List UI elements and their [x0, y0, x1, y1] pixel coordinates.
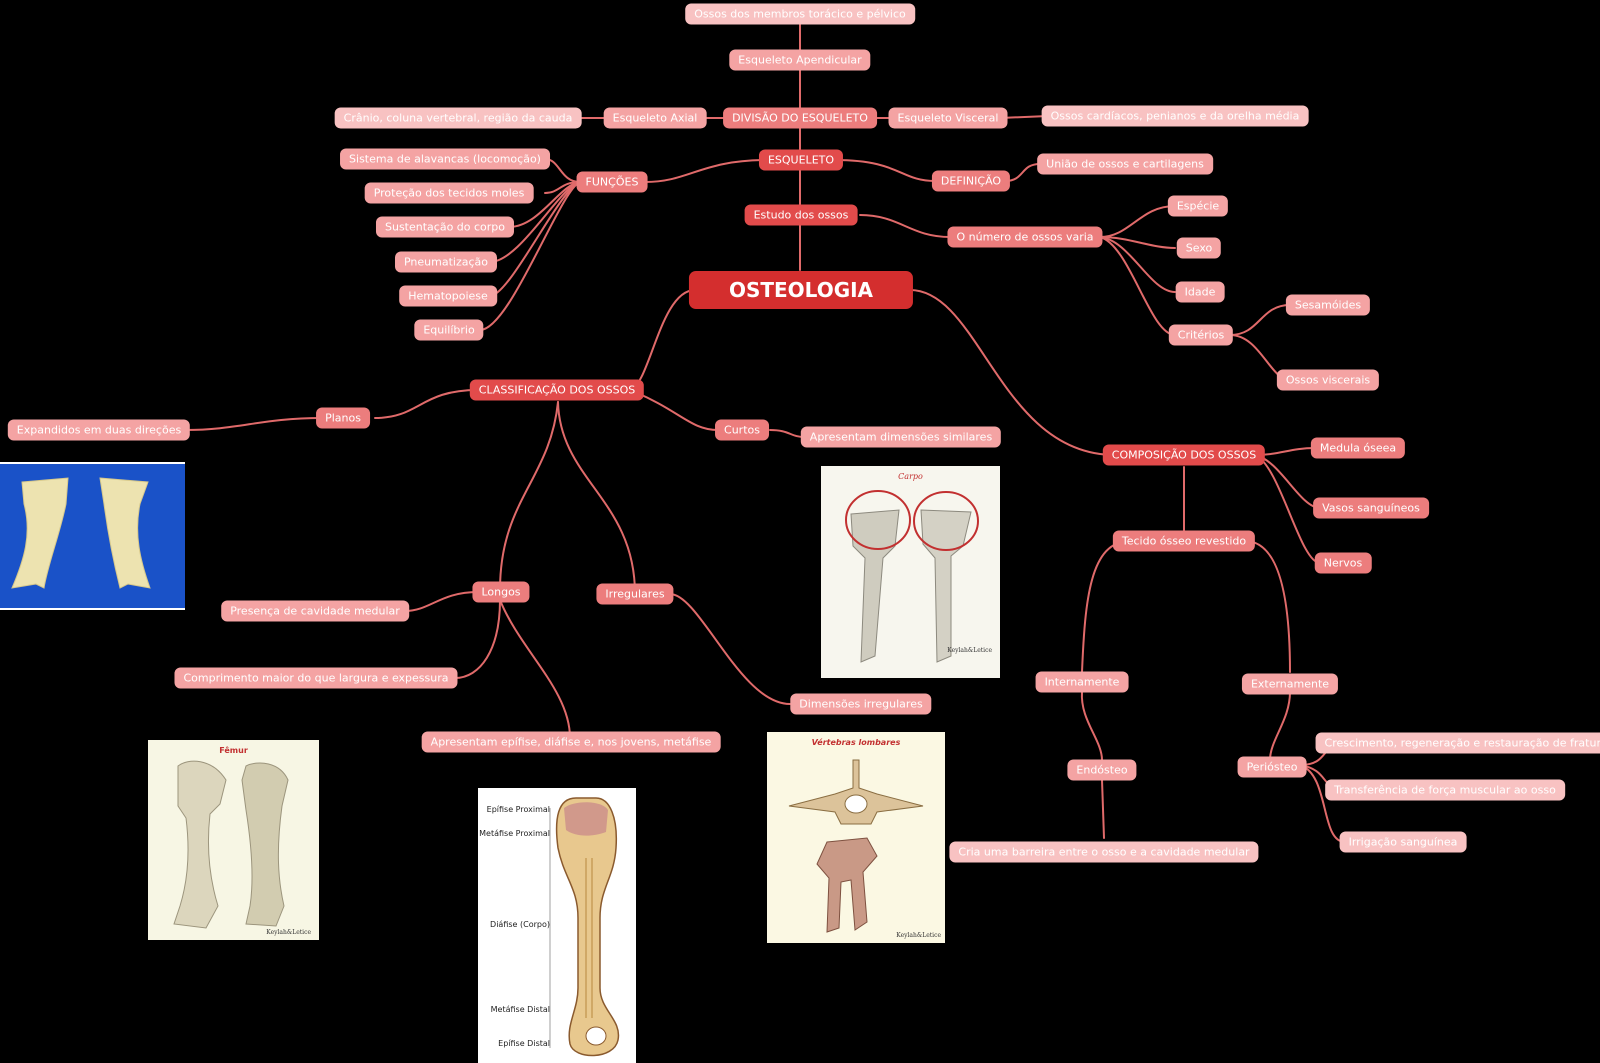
- lumbar-vertebrae-image: Vértebras lombares Keylah&Letice: [767, 732, 945, 943]
- periosteum-detail[interactable]: Irrigação sanguínea: [1339, 831, 1467, 853]
- function-item[interactable]: Sustentação do corpo: [375, 216, 515, 238]
- femur-credit: Keylah&Letice: [266, 929, 311, 936]
- femur-caption: Fêmur: [219, 746, 248, 755]
- bone-tissue-node[interactable]: Tecido ósseo revestido: [1112, 530, 1256, 552]
- external-node[interactable]: Externamente: [1241, 673, 1339, 695]
- central-topic[interactable]: OSTEOLOGIA: [688, 271, 914, 309]
- long-bone-diagram: Epífise Proximal Metáfise Proximal Diáfi…: [478, 788, 636, 1063]
- criteria-sesamoids[interactable]: Sesamóides: [1285, 294, 1371, 316]
- long-bones-detail[interactable]: Comprimento maior do que largura e expes…: [174, 667, 458, 689]
- long-bones-detail[interactable]: Apresentam epífise, diáfise e, nos joven…: [421, 731, 721, 753]
- varies-criteria[interactable]: Critérios: [1168, 324, 1234, 346]
- carpus-caption: Carpo: [898, 472, 923, 481]
- periosteum-node[interactable]: Periósteo: [1237, 756, 1307, 778]
- appendicular-detail[interactable]: Ossos dos membros torácico e pélvico: [685, 3, 915, 25]
- label-proximal-epiphysis: Epífise Proximal: [486, 805, 550, 814]
- label-diaphysis: Diáfise (Corpo): [490, 920, 550, 929]
- functions-node[interactable]: FUNÇÕES: [576, 171, 648, 193]
- irregular-bones[interactable]: Irregulares: [596, 583, 674, 605]
- label-distal-epiphysis: Epífise Distal: [498, 1039, 550, 1048]
- composition-item[interactable]: Vasos sanguíneos: [1313, 497, 1429, 519]
- internal-node[interactable]: Internamente: [1035, 671, 1129, 693]
- composition-node[interactable]: COMPOSIÇÃO DOS OSSOS: [1102, 444, 1266, 466]
- long-bones[interactable]: Longos: [472, 581, 530, 603]
- irregular-bones-detail[interactable]: Dimensões irregulares: [790, 693, 932, 715]
- varies-species[interactable]: Espécie: [1167, 195, 1229, 217]
- flat-bones[interactable]: Planos: [316, 407, 370, 429]
- varies-age[interactable]: Idade: [1175, 281, 1225, 303]
- short-bones[interactable]: Curtos: [715, 419, 769, 441]
- skeleton-node[interactable]: ESQUELETO: [758, 149, 844, 171]
- flat-bones-detail[interactable]: Expandidos em duas direções: [7, 419, 191, 441]
- visceral-detail[interactable]: Ossos cardíacos, penianos e da orelha mé…: [1041, 105, 1309, 127]
- definition-node[interactable]: DEFINIÇÃO: [931, 170, 1011, 192]
- endosteum-detail[interactable]: Cria uma barreira entre o osso e a cavid…: [949, 841, 1259, 863]
- function-item[interactable]: Hematopoiese: [399, 285, 497, 307]
- function-item[interactable]: Sistema de alavancas (locomoção): [340, 148, 550, 170]
- visceral-skeleton[interactable]: Esqueleto Visceral: [888, 107, 1008, 129]
- vertebrae-credit: Keylah&Letice: [896, 932, 941, 939]
- long-bones-detail[interactable]: Presença de cavidade medular: [221, 600, 409, 622]
- varies-sex[interactable]: Sexo: [1176, 237, 1222, 259]
- function-item[interactable]: Equilíbrio: [414, 319, 484, 341]
- short-bones-detail[interactable]: Apresentam dimensões similares: [800, 426, 1002, 448]
- function-item[interactable]: Pneumatização: [394, 251, 498, 273]
- carpus-credit: Keylah&Letice: [947, 647, 992, 654]
- periosteum-detail[interactable]: Crescimento, regeneração e restauração d…: [1315, 732, 1600, 754]
- definition-detail[interactable]: União de ossos e cartilagens: [1037, 153, 1213, 175]
- femur-image: Fêmur Keylah&Letice: [148, 740, 319, 940]
- carpus-image: Carpo Keylah&Letice: [821, 466, 1000, 678]
- classification-node[interactable]: CLASSIFICAÇÃO DOS OSSOS: [469, 379, 645, 401]
- label-proximal-metaphysis: Metáfise Proximal: [479, 829, 550, 838]
- vertebrae-caption: Vértebras lombares: [811, 738, 901, 747]
- composition-item[interactable]: Nervos: [1314, 552, 1372, 574]
- criteria-visceral-bones[interactable]: Ossos viscerais: [1276, 369, 1380, 391]
- axial-skeleton[interactable]: Esqueleto Axial: [603, 107, 707, 129]
- periosteum-detail[interactable]: Transferência de força muscular ao osso: [1325, 779, 1565, 801]
- flat-bones-image: [0, 462, 185, 610]
- appendicular-skeleton[interactable]: Esqueleto Apendicular: [729, 49, 871, 71]
- axial-detail[interactable]: Crânio, coluna vertebral, região da caud…: [334, 107, 582, 129]
- label-distal-metaphysis: Metáfise Distal: [490, 1005, 550, 1014]
- skeleton-division[interactable]: DIVISÃO DO ESQUELETO: [723, 107, 877, 129]
- bone-count-varies[interactable]: O número de ossos varia: [947, 226, 1103, 248]
- function-item[interactable]: Proteção dos tecidos moles: [364, 182, 534, 204]
- composition-item[interactable]: Medula óseea: [1310, 437, 1406, 459]
- endosteum-node[interactable]: Endósteo: [1067, 759, 1137, 781]
- bone-study-node[interactable]: Estudo dos ossos: [744, 204, 858, 226]
